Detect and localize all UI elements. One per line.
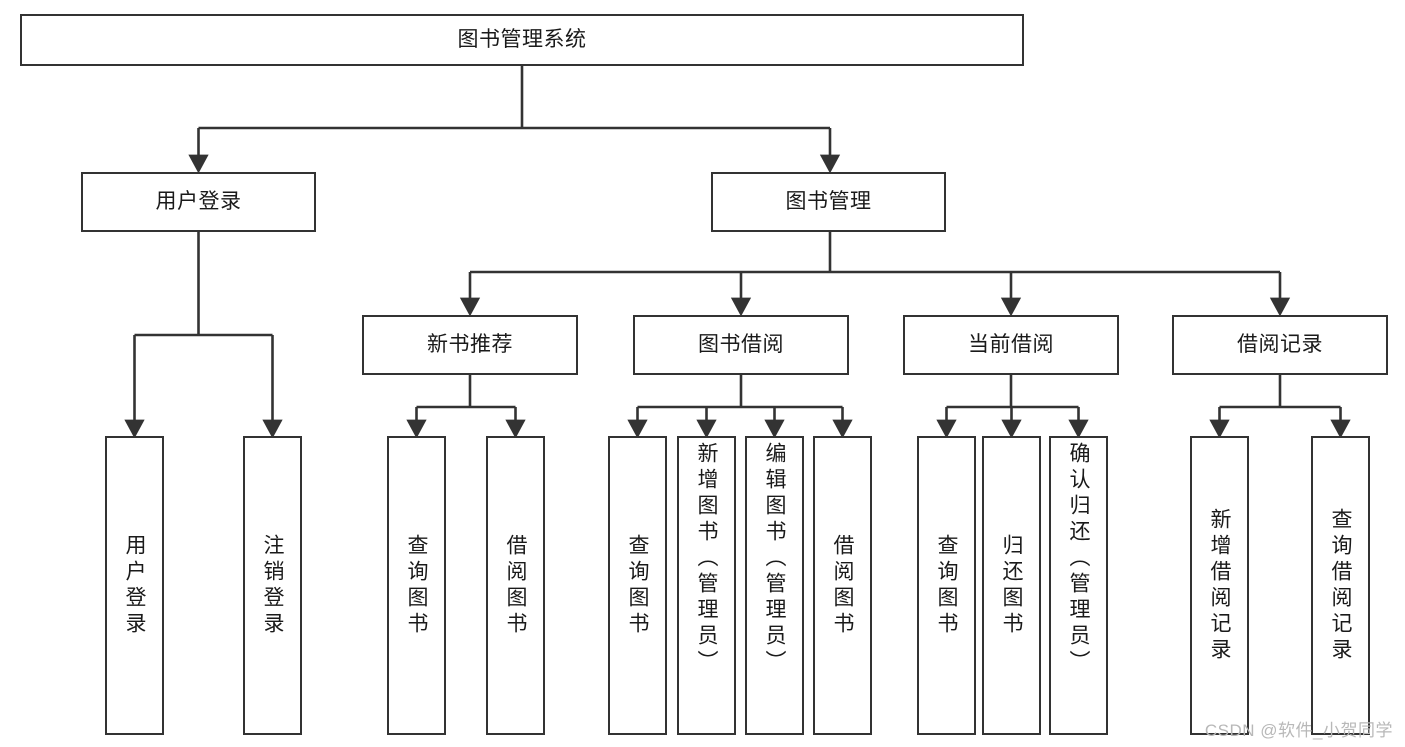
node-leaf-return-book[interactable]: 归还图书 — [982, 436, 1041, 735]
node-root[interactable]: 图书管理系统 — [20, 14, 1024, 66]
node-book-borrow-label: 图书借阅 — [698, 333, 784, 357]
node-user-login[interactable]: 用户登录 — [81, 172, 316, 232]
node-leaf-add-record[interactable]: 新增借阅记录 — [1190, 436, 1249, 735]
connector-lines — [124, 66, 1351, 439]
node-root-label: 图书管理系统 — [457, 28, 587, 52]
node-leaf-query-book-1-label: 查询图书 — [405, 533, 428, 638]
node-leaf-query-record-label: 查询借阅记录 — [1329, 507, 1352, 664]
node-leaf-query-book-3-label: 查询图书 — [935, 533, 958, 638]
node-leaf-user-login-label: 用户登录 — [123, 533, 146, 638]
node-leaf-query-book-2-label: 查询图书 — [626, 533, 649, 638]
node-leaf-return-book-label: 归还图书 — [1000, 533, 1023, 638]
node-current-borrow-label: 当前借阅 — [968, 333, 1054, 357]
node-leaf-query-book-2[interactable]: 查询图书 — [608, 436, 667, 735]
node-borrow-record-label: 借阅记录 — [1237, 333, 1323, 357]
node-leaf-edit-book-label: 编辑图书（管理员） — [763, 442, 786, 676]
node-leaf-confirm-return[interactable]: 确认归还（管理员） — [1049, 436, 1108, 735]
node-leaf-query-book-1[interactable]: 查询图书 — [387, 436, 446, 735]
node-user-login-label: 用户登录 — [155, 190, 242, 214]
node-leaf-borrow-book-1-label: 借阅图书 — [504, 533, 527, 638]
node-borrow-record[interactable]: 借阅记录 — [1172, 315, 1388, 375]
node-book-manage[interactable]: 图书管理 — [711, 172, 946, 232]
node-leaf-add-book[interactable]: 新增图书（管理员） — [677, 436, 736, 735]
node-leaf-add-record-label: 新增借阅记录 — [1208, 507, 1231, 664]
csdn-watermark: CSDN @软件_小贺同学 — [1204, 721, 1393, 740]
node-leaf-query-record[interactable]: 查询借阅记录 — [1311, 436, 1370, 735]
node-leaf-user-login[interactable]: 用户登录 — [105, 436, 164, 735]
node-leaf-borrow-book-2[interactable]: 借阅图书 — [813, 436, 872, 735]
node-leaf-borrow-book-1[interactable]: 借阅图书 — [486, 436, 545, 735]
node-leaf-logout-label: 注销登录 — [261, 533, 284, 638]
node-leaf-borrow-book-2-label: 借阅图书 — [831, 533, 854, 638]
node-leaf-query-book-3[interactable]: 查询图书 — [917, 436, 976, 735]
node-leaf-logout[interactable]: 注销登录 — [243, 436, 302, 735]
node-book-manage-label: 图书管理 — [785, 190, 872, 214]
node-leaf-edit-book[interactable]: 编辑图书（管理员） — [745, 436, 804, 735]
node-current-borrow[interactable]: 当前借阅 — [903, 315, 1119, 375]
node-new-book-recommend-label: 新书推荐 — [427, 333, 513, 357]
node-leaf-add-book-label: 新增图书（管理员） — [695, 442, 718, 676]
node-new-book-recommend[interactable]: 新书推荐 — [362, 315, 578, 375]
node-book-borrow[interactable]: 图书借阅 — [633, 315, 849, 375]
node-leaf-confirm-return-label: 确认归还（管理员） — [1067, 442, 1090, 676]
